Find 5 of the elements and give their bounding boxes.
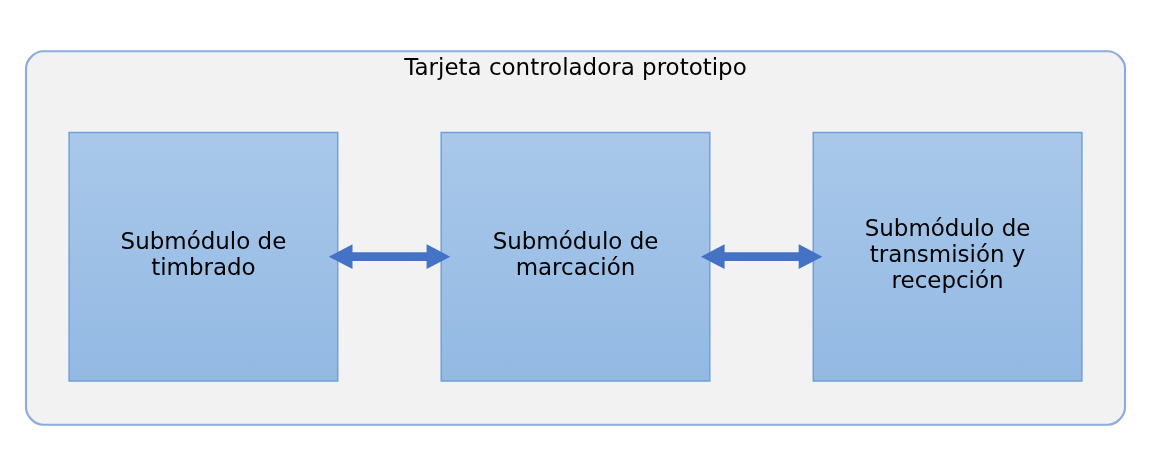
arrow [700, 243, 823, 269]
node-box: Submódulo de marcación [440, 131, 711, 382]
node-box: Submódulo de timbrado [68, 131, 339, 382]
arrow [328, 243, 451, 269]
node-box: Submódulo de transmisión y recepción [812, 131, 1083, 382]
